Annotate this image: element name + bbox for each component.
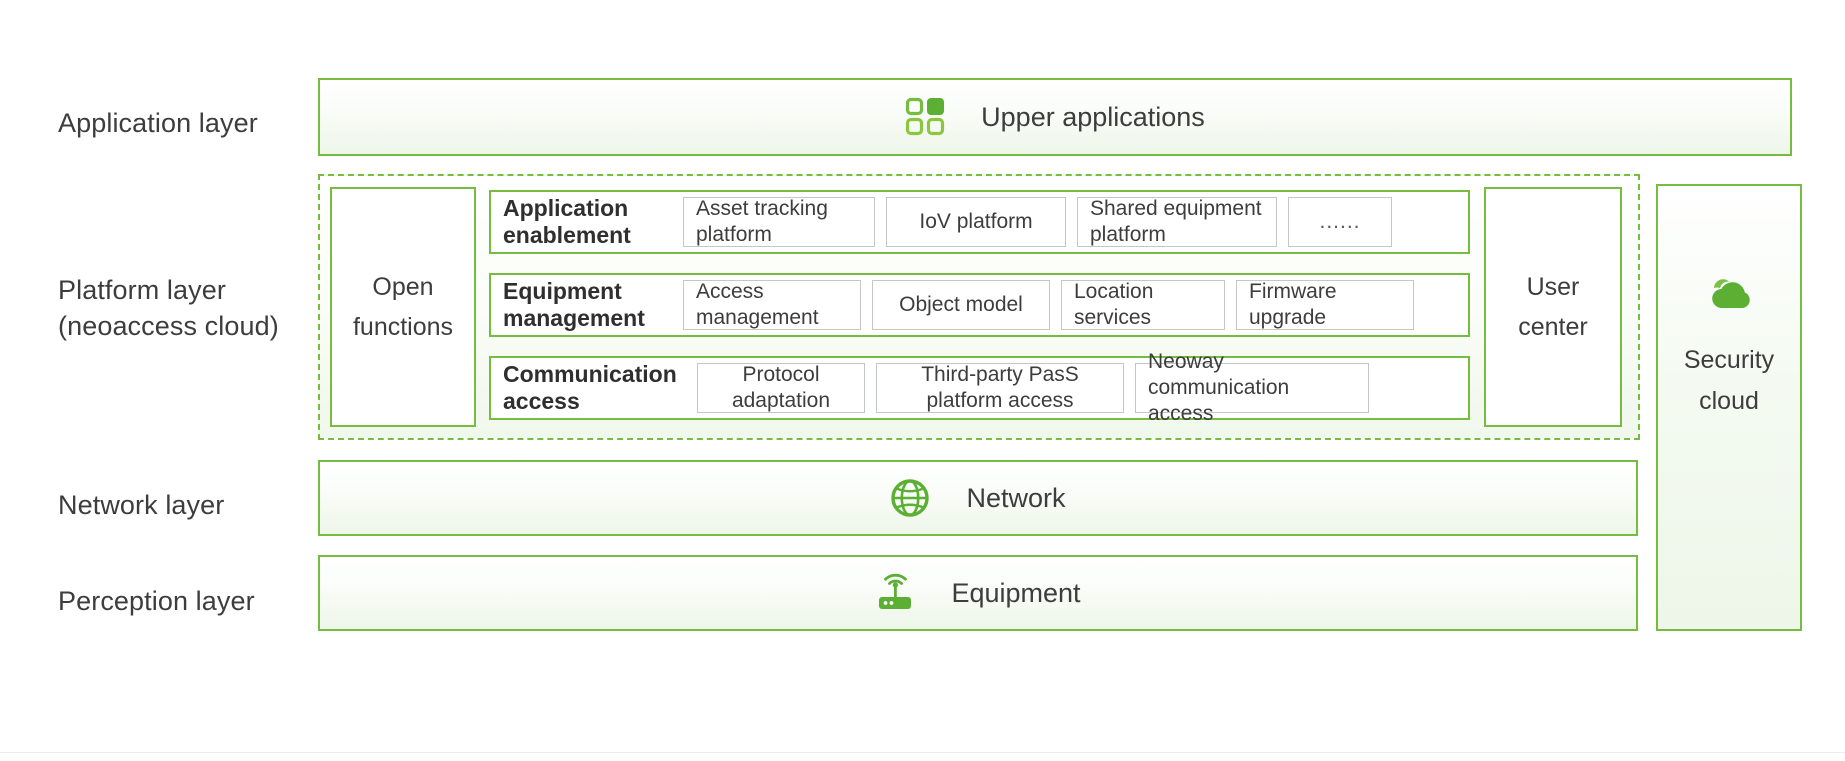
globe-icon [891,479,930,517]
layer-label-platform-line2: (neoaccess cloud) [58,311,279,342]
row-items-equipment-management: Access management Object model Location … [683,280,1414,330]
user-center-label: User center [1518,272,1588,342]
chip-third-party-pass-platform-access[interactable]: Third-party PasS platform access [876,363,1124,413]
open-functions-box: Open functions [330,187,476,427]
application-layer-bar: Upper applications [318,78,1792,156]
chip-neoway-communication-access[interactable]: Neoway communication access [1135,350,1369,425]
row-title-equipment-management: Equipment management [503,277,645,331]
network-bar-content: Network [890,478,1066,518]
perception-bar-label: Equipment [951,577,1081,608]
application-bar-content: Upper applications [905,97,1205,137]
network-layer-bar: Network [318,460,1638,536]
network-bar-label: Network [966,482,1066,513]
layer-label-perception: Perception layer [58,586,255,616]
layer-label-application: Application layer [58,108,258,138]
row-items-communication-access: Protocol adaptation Third-party PasS pla… [697,350,1369,425]
cloud-icon [1712,279,1750,309]
chip-iov-platform[interactable]: IoV platform [886,197,1066,247]
app-grid-icon [906,97,945,136]
perception-bar-content: Equipment [875,573,1081,613]
chip-location-services[interactable]: Location services [1061,280,1225,330]
router-device-icon [879,573,912,609]
layer-label-platform: Platform layer (neoaccess cloud) [58,272,328,344]
row-title-communication-access: Communication access [503,360,677,414]
security-cloud-panel: Security cloud [1656,184,1802,631]
chip-access-management[interactable]: Access management [683,280,861,330]
platform-row-communication-access: Communication access Protocol adaptation… [489,350,1470,425]
chip-shared-equipment-platform[interactable]: Shared equipment platform [1077,197,1277,247]
chip-protocol-adaptation[interactable]: Protocol adaptation [697,363,865,413]
row-items-application-enablement: Asset tracking platform IoV platform Sha… [683,197,1392,247]
application-bar-label: Upper applications [981,101,1205,132]
user-center-box: User center [1484,187,1622,427]
open-functions-label: Open functions [352,272,454,342]
platform-row-application-enablement: Application enablement Asset tracking pl… [489,190,1470,254]
security-cloud-label: Security cloud [1683,346,1775,415]
bottom-divider [0,752,1845,753]
chip-asset-tracking-platform[interactable]: Asset tracking platform [683,197,875,247]
row-title-application-enablement: Application enablement [503,194,631,248]
chip-firmware-upgrade[interactable]: Firmware upgrade [1236,280,1414,330]
layer-label-platform-line1: Platform layer [58,275,226,305]
chip-more-ellipsis[interactable]: ...... [1288,197,1392,247]
platform-row-equipment-management: Equipment management Access management O… [489,273,1470,337]
perception-layer-bar: Equipment [318,555,1638,631]
chip-object-model[interactable]: Object model [872,280,1050,330]
layer-label-network: Network layer [58,490,225,520]
